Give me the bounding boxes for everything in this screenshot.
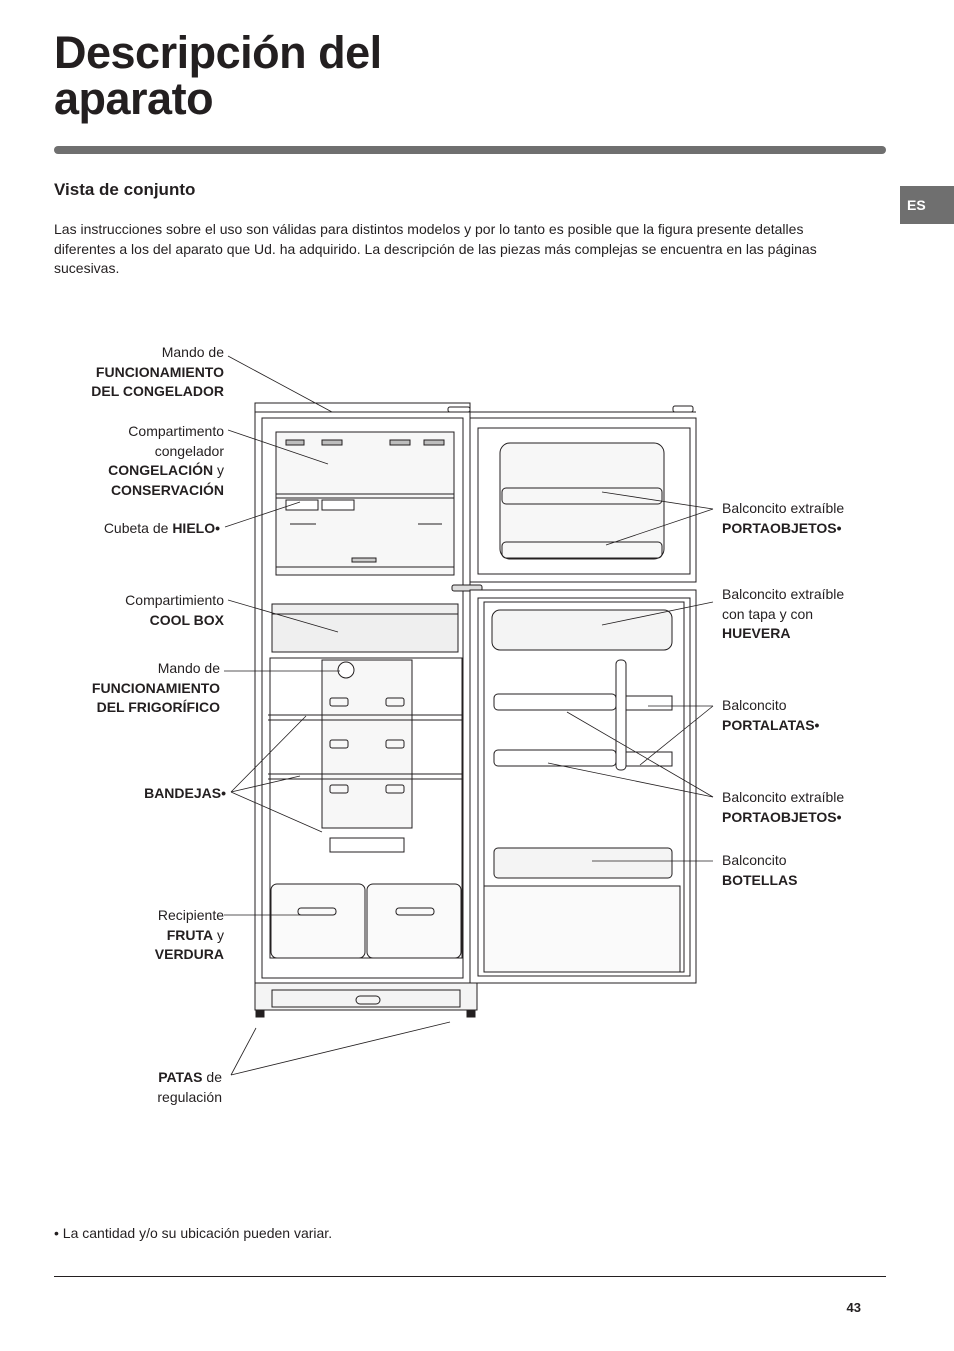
- label-door-rack-top: Balconcito extraíble PORTAOBJETOS•: [722, 499, 922, 538]
- label-door-rack-mid: Balconcito extraíble PORTAOBJETOS•: [722, 788, 922, 827]
- label-crisper: Recipiente FRUTA y VERDURA: [24, 906, 224, 965]
- label-fridge-control: Mando de FUNCIONAMIENTO DEL FRIGORÍFICO: [20, 659, 220, 718]
- page-number: 43: [820, 1300, 861, 1315]
- footer-rule: [54, 1276, 886, 1277]
- label-bottle-rack: Balconcito BOTELLAS: [722, 851, 922, 890]
- label-freezer-compartment: Compartimento congelador CONGELACIÓN y C…: [24, 422, 224, 500]
- label-can-rack: Balconcito PORTALATAS•: [722, 696, 922, 735]
- footnote: • La cantidad y/o su ubicación pueden va…: [54, 1225, 332, 1241]
- label-feet: PATAS de regulación: [22, 1068, 222, 1107]
- label-egg-rack: Balconcito extraíble con tapa y con HUEV…: [722, 585, 922, 644]
- label-shelves: BANDEJAS•: [26, 784, 226, 804]
- label-cool-box: Compartimiento COOL BOX: [24, 591, 224, 630]
- label-freezer-control: Mando de FUNCIONAMIENTO DEL CONGELADOR: [24, 343, 224, 402]
- label-ice-tray: Cubeta de HIELO•: [20, 519, 220, 539]
